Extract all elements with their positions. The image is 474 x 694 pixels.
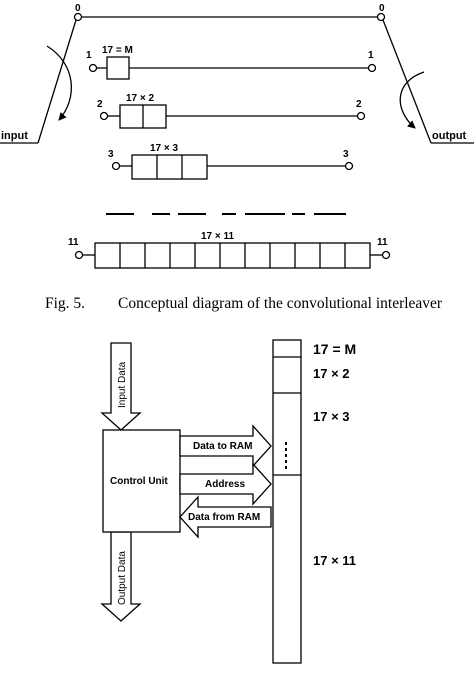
data-from-ram-arrow [179,495,272,539]
branch-2-left-index: 2 [97,99,103,110]
output-data-label: Output Data [117,551,128,605]
address-label: Address [205,479,245,490]
ram-block-11-label: 17 × 11 [313,553,356,568]
data-from-ram-label: Data from RAM [188,512,260,523]
branch-2-delay-label: 17 × 2 [126,93,155,104]
branch-0 [73,12,386,22]
output-data-arrow [100,531,142,622]
convolutional-interleaver-diagram [0,12,474,269]
data-to-ram-arrow [179,424,272,468]
figure5-labels: 0 0 1 17 = M 1 2 17 × 2 2 3 17 × 3 3 11 … [1,3,467,312]
caption-number: Fig. 5. [45,295,85,312]
branch-3-delay-label: 17 × 3 [150,143,179,154]
branch-2 [99,104,366,129]
memory-architecture-diagram [100,339,302,664]
data-to-ram-label: Data to RAM [193,441,252,452]
branch-11-right-index: 11 [377,237,388,248]
figure6-labels: Input Data Output Data Control Unit Data… [110,341,356,605]
branch-1-left-index: 1 [86,50,92,61]
branch-0-left-index: 0 [75,3,81,14]
branch-1-right-index: 1 [368,50,374,61]
control-unit-label: Control Unit [110,476,168,487]
branch-3 [111,154,354,180]
ram-block-2-label: 17 × 2 [313,366,350,381]
ram-block-3-label: 17 × 3 [313,409,350,424]
control-unit-box [102,429,181,533]
branch-3-left-index: 3 [108,149,114,160]
branch-3-right-index: 3 [343,149,349,160]
input-commutator [0,19,77,144]
input-label: input [1,130,28,142]
branch-11-delay-label: 17 × 11 [201,231,235,242]
branch-1-delay-label: 17 = M [102,45,133,56]
output-commutator [382,19,474,144]
ram-memory-column [272,339,302,664]
branch-1 [88,56,377,80]
branch-11 [74,242,391,269]
branch-0-right-index: 0 [379,3,385,14]
output-label: output [432,130,467,142]
input-data-label: Input Data [117,361,128,408]
caption-text: Conceptual diagram of the convolutional … [118,295,443,312]
address-arrow [179,462,272,506]
ram-block-1-label: 17 = M [313,341,356,357]
branch-11-left-index: 11 [68,237,79,248]
branch-2-right-index: 2 [356,99,362,110]
input-data-arrow [100,342,142,431]
